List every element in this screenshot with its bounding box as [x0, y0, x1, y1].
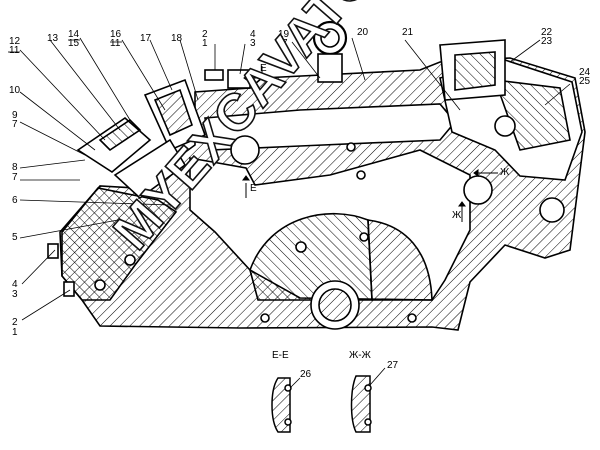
callout-22: 22	[541, 27, 553, 38]
section-mark-e-top: Е	[260, 63, 267, 74]
section-mark-zh-lower: Ж	[452, 210, 462, 221]
section-mark-e-mid: Е	[250, 183, 257, 194]
callout-8: 8	[12, 162, 18, 173]
callout-2-left: 2	[12, 317, 18, 328]
callout-23: 23	[541, 36, 553, 47]
callout-1-top: 1	[202, 38, 208, 49]
section-title-e-e: Е-Е	[272, 350, 289, 361]
pump-housing	[47, 20, 586, 331]
callout-19: 19	[278, 29, 290, 40]
callout-26: 26	[300, 369, 312, 380]
callout-18: 18	[171, 33, 183, 44]
section-mark-arrows	[242, 66, 498, 222]
section-detail-profiles	[271, 375, 372, 433]
callout-11: 11	[9, 45, 20, 56]
callout-16: 16	[110, 29, 122, 40]
callout-4-left: 4	[12, 279, 18, 290]
callout-24: 24	[579, 67, 591, 78]
callout-10: 10	[9, 85, 21, 96]
callout-17: 17	[140, 33, 152, 44]
callout-1-left: 1	[12, 327, 18, 338]
callout-7-top: 7	[282, 38, 288, 49]
section-mark-zh-right: Ж	[500, 167, 510, 178]
callout-12: 12	[9, 36, 21, 47]
callout-14: 14	[68, 29, 80, 40]
section-title-zh-zh: Ж-Ж	[349, 350, 371, 361]
callout-15: 15	[68, 38, 80, 49]
callout-3-top: 3	[250, 38, 256, 49]
callout-11-upper: 11	[110, 38, 121, 49]
callout-20: 20	[357, 27, 369, 38]
callout-4-top: 4	[250, 29, 256, 40]
callout-6: 6	[12, 195, 18, 206]
callout-21: 21	[402, 27, 414, 38]
callout-7-left-upper: 7	[12, 119, 18, 130]
callout-2-top: 2	[202, 29, 208, 40]
callout-5: 5	[12, 232, 18, 243]
callout-3-left: 3	[12, 289, 18, 300]
callout-7-left-lower: 7	[12, 172, 18, 183]
callout-27: 27	[387, 360, 399, 371]
callout-13: 13	[47, 33, 59, 44]
leader-lines	[8, 37, 571, 389]
callout-9: 9	[12, 110, 18, 121]
callout-25: 25	[579, 76, 591, 87]
